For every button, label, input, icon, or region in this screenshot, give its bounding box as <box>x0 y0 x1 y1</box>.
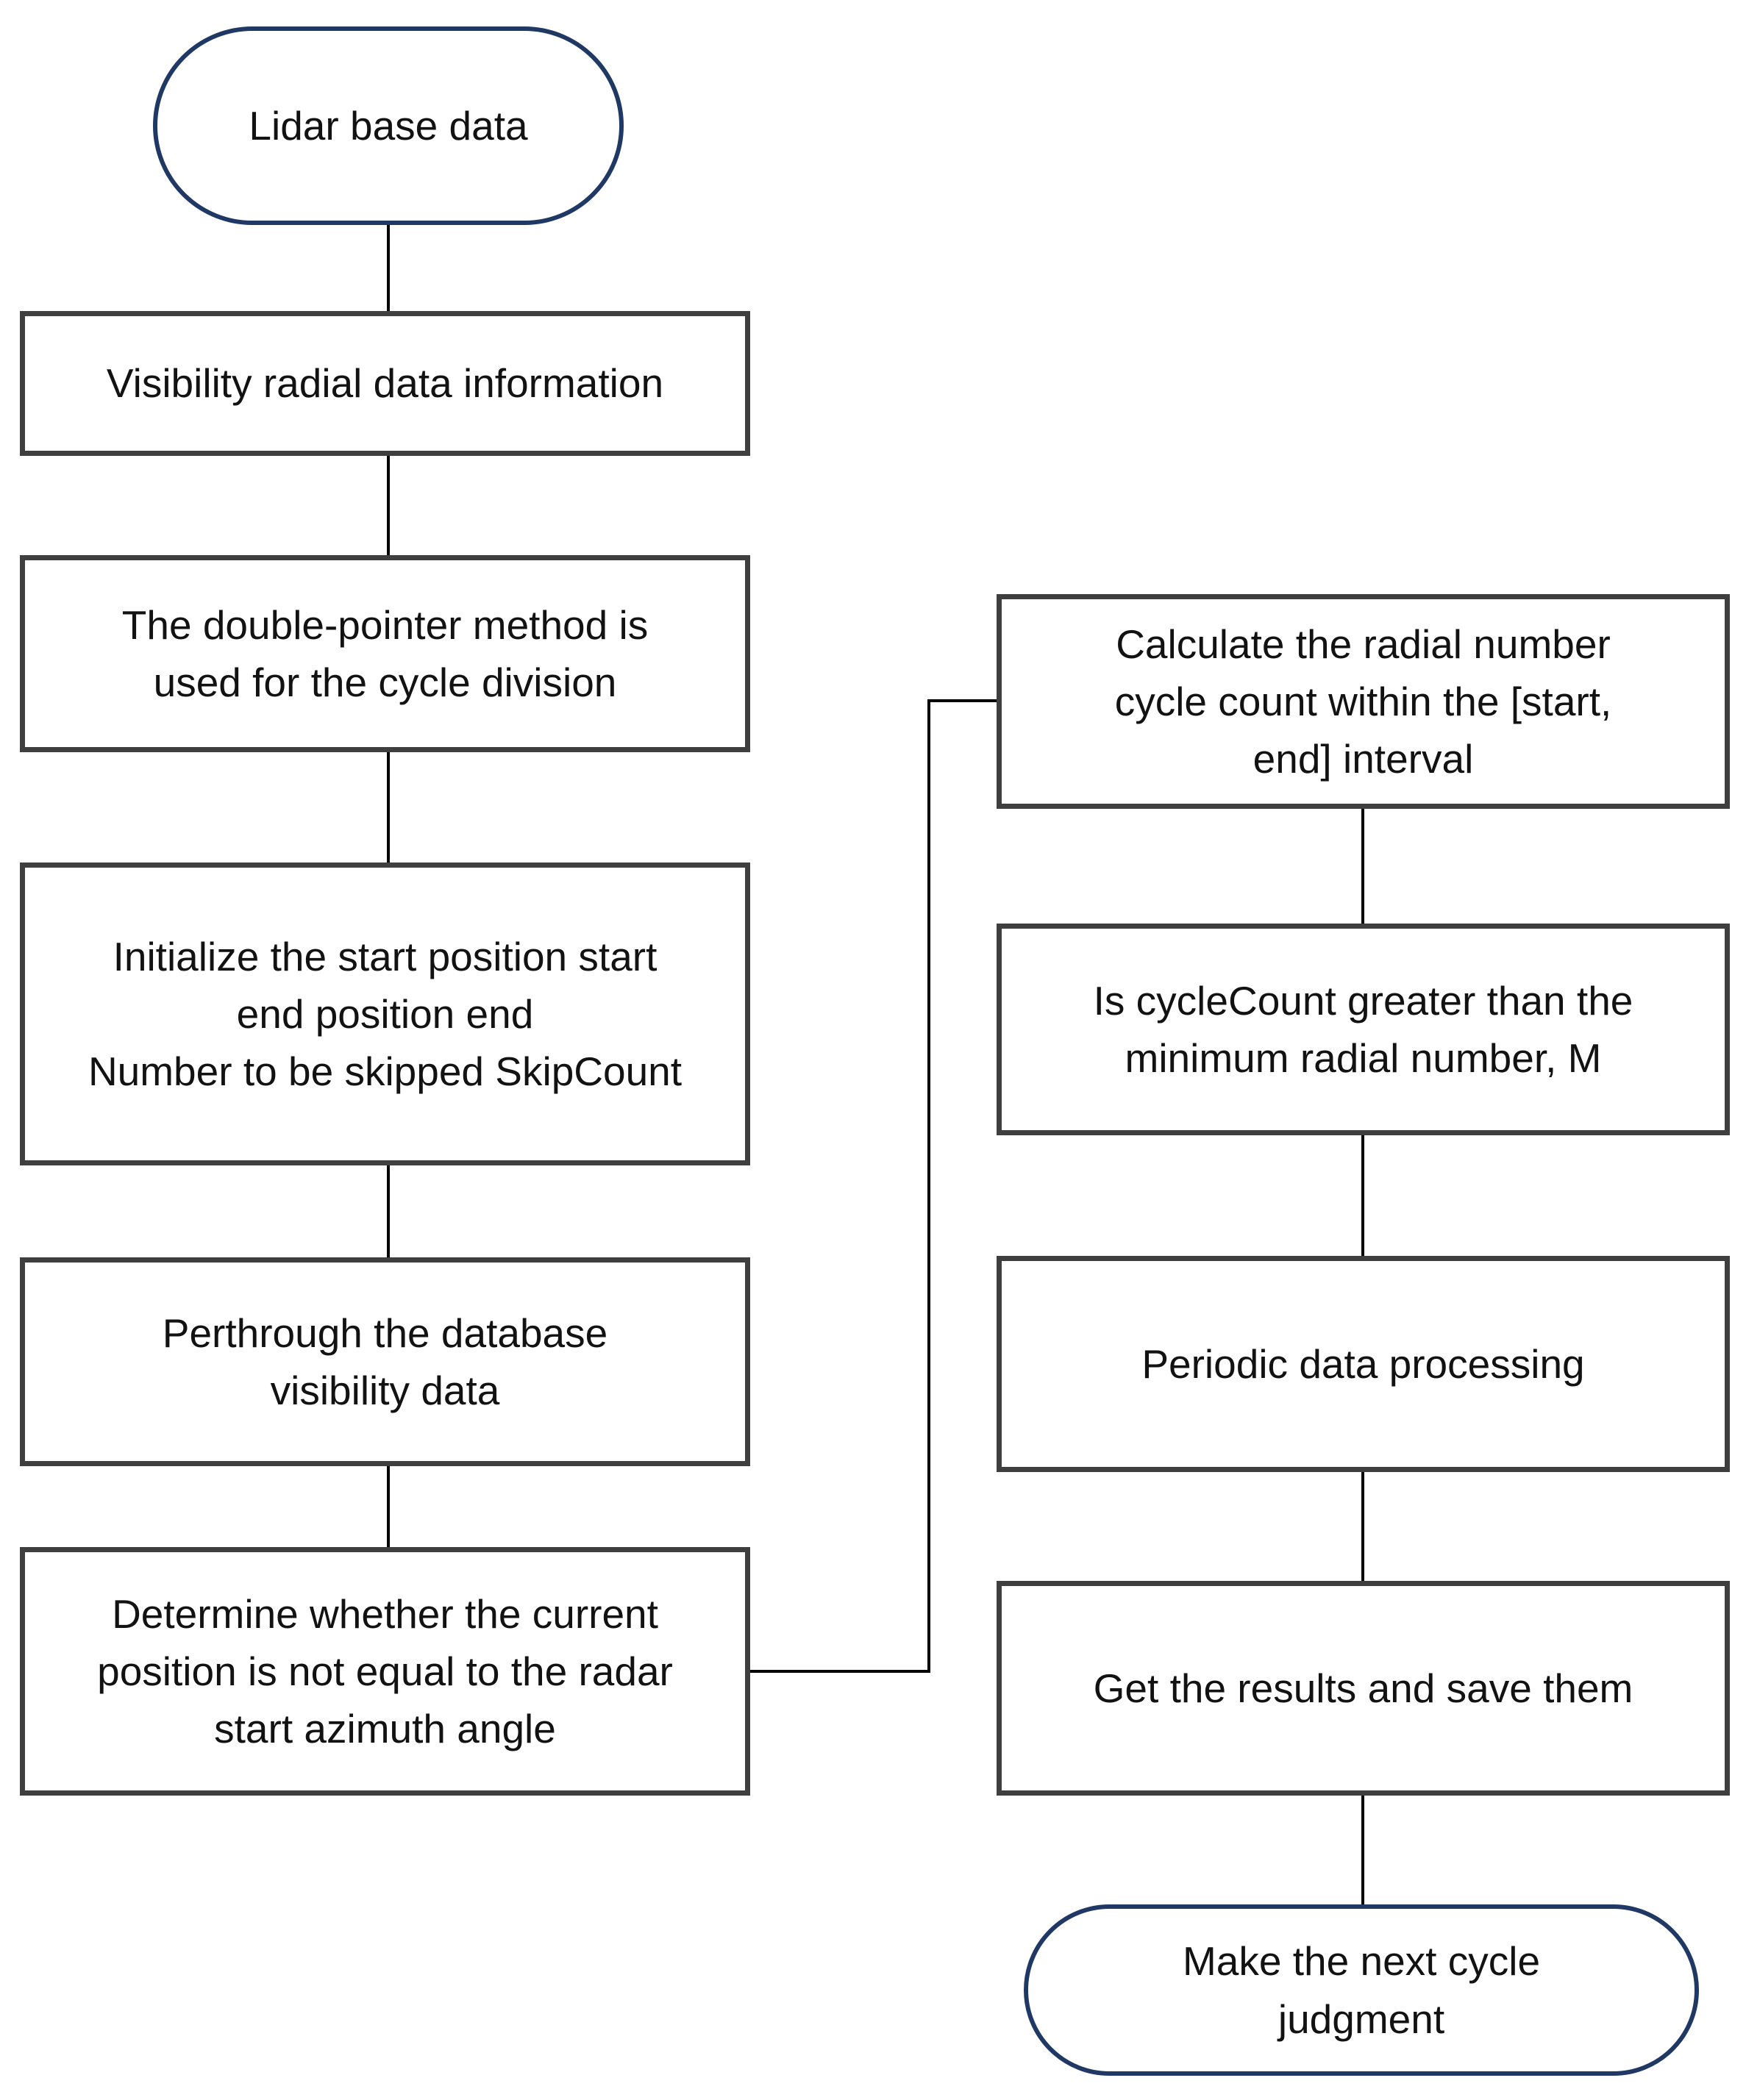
node-determine-label: Determine whether the current position i… <box>25 1585 745 1757</box>
node-text-line: Get the results and save them <box>1093 1665 1633 1711</box>
node-get-results: Get the results and save them <box>997 1581 1730 1796</box>
node-perthrough-database: Perthrough the database visibility data <box>20 1257 750 1466</box>
node-text-line: Periodic data processing <box>1141 1340 1585 1387</box>
node-text-line: Visibility radial data information <box>106 360 664 407</box>
connector-periodic-to-results <box>1361 1471 1364 1582</box>
connector-initialize-to-perthrough <box>387 1164 390 1257</box>
node-text-line: Number to be skipped SkipCount <box>88 1049 683 1095</box>
node-text-line: Perthrough the database <box>162 1310 608 1356</box>
node-start-label: Lidar base data <box>157 97 619 154</box>
node-double-pointer-method: The double-pointer method is used for th… <box>20 555 750 752</box>
node-start-terminal: Lidar base data <box>153 26 624 225</box>
connector-determine-elbow-vertical <box>927 699 930 1673</box>
connector-visibility-to-double-pointer <box>387 454 390 556</box>
connector-determine-elbow-horizontal-bottom <box>749 1670 930 1673</box>
connector-perthrough-to-determine <box>387 1465 390 1547</box>
connector-results-to-next-cycle <box>1361 1794 1364 1906</box>
node-calculate-radial-number: Calculate the radial number cycle count … <box>997 594 1730 809</box>
node-text-line: The double-pointer method is <box>121 601 649 648</box>
connector-double-pointer-to-initialize <box>387 751 390 863</box>
node-text-line: end] interval <box>1253 736 1474 782</box>
node-next-cycle-terminal: Make the next cycle judgment <box>1024 1904 1699 2076</box>
node-text-line: Initialize the start position start <box>113 933 658 979</box>
connector-start-to-visibility <box>387 224 390 312</box>
node-cyclecount-label: Is cycleCount greater than the minimum r… <box>1002 972 1725 1087</box>
node-periodic-processing: Periodic data processing <box>997 1256 1730 1472</box>
node-text-line: Make the next cycle <box>1182 1938 1541 1985</box>
node-cyclecount-check: Is cycleCount greater than the minimum r… <box>997 924 1730 1135</box>
node-text-line: position is not equal to the radar <box>97 1648 673 1694</box>
node-periodic-label: Periodic data processing <box>1002 1335 1725 1393</box>
node-text-line: Lidar base data <box>249 102 528 149</box>
node-text-line: start azimuth angle <box>214 1706 556 1752</box>
node-text-line: Is cycleCount greater than the <box>1093 977 1633 1024</box>
node-determine-position: Determine whether the current position i… <box>20 1547 750 1796</box>
node-double-pointer-label: The double-pointer method is used for th… <box>25 596 745 711</box>
node-text-line: judgment <box>1278 1996 1445 2042</box>
node-text-line: minimum radial number, M <box>1125 1035 1602 1081</box>
connector-cyclecount-to-periodic <box>1361 1133 1364 1257</box>
node-results-label: Get the results and save them <box>1002 1660 1725 1717</box>
connector-calculate-to-cyclecount <box>1361 807 1364 924</box>
node-perthrough-label: Perthrough the database visibility data <box>25 1304 745 1419</box>
node-visibility-radial-data: Visibility radial data information <box>20 311 750 456</box>
node-text-line: visibility data <box>270 1368 500 1413</box>
node-text-line: cycle count within the [start, <box>1114 678 1612 724</box>
connector-determine-elbow-horizontal-top <box>927 699 998 702</box>
node-initialize-label: Initialize the start position start end … <box>25 928 745 1100</box>
node-text-line: Calculate the radial number <box>1116 621 1611 667</box>
node-text-line: used for the cycle division <box>153 660 617 705</box>
node-next-cycle-label: Make the next cycle judgment <box>1028 1932 1695 2047</box>
node-text-line: Determine whether the current <box>112 1590 658 1637</box>
node-calculate-label: Calculate the radial number cycle count … <box>1002 615 1725 788</box>
node-visibility-label: Visibility radial data information <box>25 354 745 412</box>
node-initialize-positions: Initialize the start position start end … <box>20 863 750 1165</box>
node-text-line: end position end <box>236 990 534 1037</box>
